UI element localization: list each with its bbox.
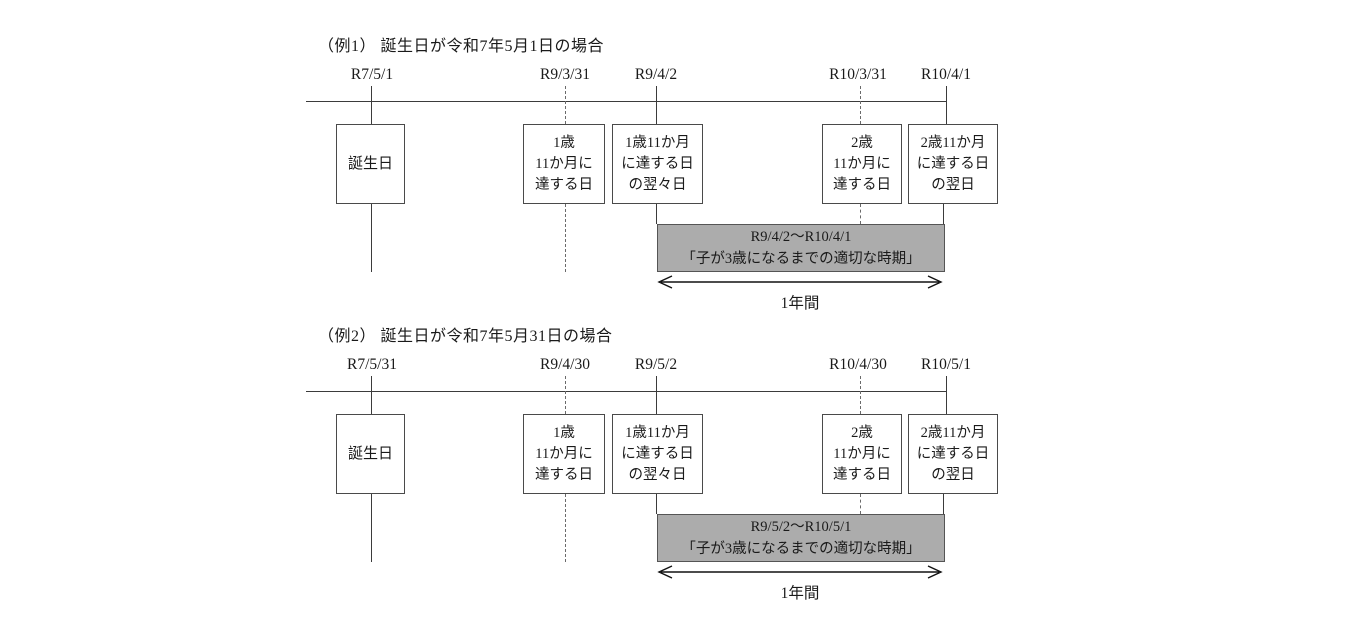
example1-title: （例1） 誕生日が令和7年5月1日の場合 xyxy=(318,38,605,55)
tick-line-solid xyxy=(946,376,947,414)
date-label-1y11m: R9/4/30 xyxy=(540,356,590,373)
event-box-2y11m-plus1: 2歳11か月 に達する日 の翌日 xyxy=(908,124,998,204)
one-year-label: 1年間 xyxy=(780,585,820,602)
one-year-span-arrow xyxy=(655,274,945,290)
date-label-birth: R7/5/31 xyxy=(347,356,397,373)
timeline-axis xyxy=(306,391,946,392)
tick-line-solid xyxy=(656,376,657,414)
timeline-axis xyxy=(306,101,946,102)
one-year-label: 1年間 xyxy=(780,295,820,312)
date-label-2y11m: R10/4/30 xyxy=(829,356,887,373)
event-box-2y11m: 2歳 11か月に 達する日 xyxy=(822,124,902,204)
event-box-2y11m: 2歳 11か月に 達する日 xyxy=(822,414,902,494)
tick-line-dashed xyxy=(860,376,861,414)
example1-diagram: （例1） 誕生日が令和7年5月1日の場合 R7/5/1 R9/3/31 R9/4… xyxy=(0,0,1360,312)
tick-line-dashed xyxy=(565,86,566,124)
connector-line-solid xyxy=(656,494,657,514)
event-box-1y11m: 1歳 11か月に 達する日 xyxy=(523,124,605,204)
event-box-1y11m-plus2: 1歳11か月 に達する日 の翌々日 xyxy=(612,124,703,204)
connector-line-dashed xyxy=(860,204,861,224)
tick-line-solid xyxy=(371,86,372,124)
example2-title: （例2） 誕生日が令和7年5月31日の場合 xyxy=(318,328,613,345)
appropriate-period-box: R9/5/2～R10/5/1 「子が3歳になるまでの適切な時期」 xyxy=(657,514,945,562)
connector-line-dashed xyxy=(565,204,566,272)
example2-diagram: （例2） 誕生日が令和7年5月31日の場合 R7/5/31 R9/4/30 R9… xyxy=(0,290,1360,602)
connector-line-dashed xyxy=(860,494,861,514)
event-box-1y11m-plus2: 1歳11か月 に達する日 の翌々日 xyxy=(612,414,703,494)
connector-line-solid xyxy=(371,204,372,272)
date-label-2y11m-plus1: R10/5/1 xyxy=(921,356,971,373)
connector-line-dashed xyxy=(565,494,566,562)
tick-line-solid xyxy=(656,86,657,124)
date-label-2y11m-plus1: R10/4/1 xyxy=(921,66,971,83)
event-box-birthday: 誕生日 xyxy=(336,124,405,204)
date-label-1y11m-plus2: R9/5/2 xyxy=(634,356,678,373)
connector-line-solid xyxy=(943,204,944,224)
tick-line-dashed xyxy=(860,86,861,124)
appropriate-period-box: R9/4/2～R10/4/1 「子が3歳になるまでの適切な時期」 xyxy=(657,224,945,272)
tick-line-solid xyxy=(946,86,947,124)
event-box-2y11m-plus1: 2歳11か月 に達する日 の翌日 xyxy=(908,414,998,494)
date-label-1y11m-plus2: R9/4/2 xyxy=(634,66,678,83)
date-label-birth: R7/5/1 xyxy=(350,66,394,83)
connector-line-solid xyxy=(656,204,657,224)
one-year-span-arrow xyxy=(655,564,945,580)
connector-line-solid xyxy=(371,494,372,562)
date-label-1y11m: R9/3/31 xyxy=(540,66,590,83)
event-box-birthday: 誕生日 xyxy=(336,414,405,494)
event-box-1y11m: 1歳 11か月に 達する日 xyxy=(523,414,605,494)
tick-line-solid xyxy=(371,376,372,414)
tick-line-dashed xyxy=(565,376,566,414)
connector-line-solid xyxy=(943,494,944,514)
date-label-2y11m: R10/3/31 xyxy=(829,66,887,83)
